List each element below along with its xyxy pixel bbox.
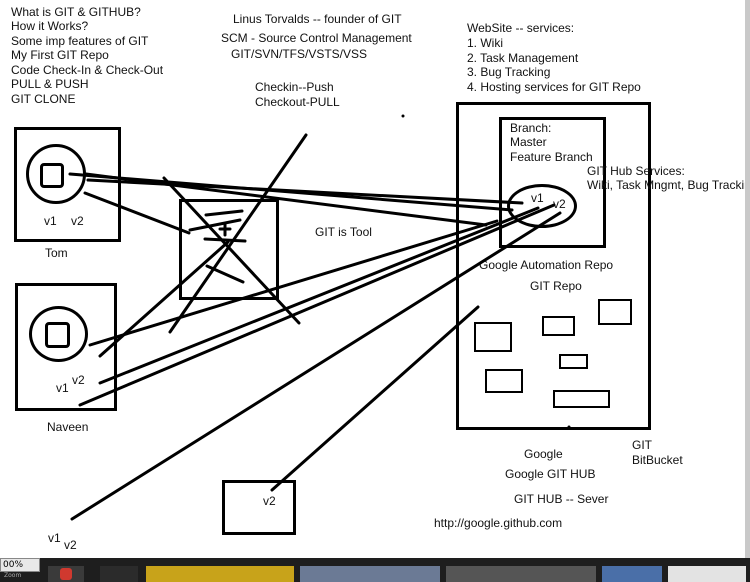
tom-name: Tom	[45, 246, 68, 260]
bitbucket-label: BitBucket	[632, 453, 683, 467]
founder-note: Linus Torvalds -- founder of GIT	[233, 12, 402, 26]
tom-box	[14, 127, 121, 242]
agenda-item: How it Works?	[11, 19, 89, 33]
taskbar-thumbnail[interactable]	[446, 566, 596, 582]
google-repo-box	[456, 102, 651, 430]
repo-block	[542, 316, 575, 336]
scm-list-note: GIT/SVN/TFS/VSTS/VSS	[231, 47, 368, 61]
branch-title: Branch:	[510, 121, 552, 135]
remote-v1-label: v1	[531, 191, 544, 205]
agenda-item: What is GIT & GITHUB?	[11, 5, 141, 19]
website-title: WebSite -- services:	[467, 21, 575, 35]
taskbar-thumbnail[interactable]	[602, 566, 662, 582]
website-item: 2. Task Management	[467, 51, 579, 65]
naveen-circle	[29, 306, 88, 362]
agenda-item: Some imp features of GIT	[11, 34, 149, 48]
github-services-list: Wiki, Task Mngmt, Bug Tracking	[587, 178, 750, 192]
taskbar-thumbnail[interactable]	[146, 566, 294, 582]
repo-block	[474, 322, 512, 352]
naveen-name: Naveen	[47, 420, 89, 434]
automation-repo-label: Google Automation Repo	[479, 258, 614, 272]
taskbar-thumbnail[interactable]	[668, 566, 746, 582]
github-services-title: GIT Hub Services:	[587, 164, 685, 178]
agenda-item: My First GIT Repo	[11, 48, 109, 62]
tom-v1-label: v1	[44, 214, 57, 228]
naveen-local-repo-icon	[45, 322, 70, 348]
website-item: 4. Hosting services for GIT Repo	[467, 80, 641, 94]
git-repo-label: GIT Repo	[530, 279, 582, 293]
checkin-note: Checkin--Push	[255, 80, 334, 94]
github-url: http://google.github.com	[434, 516, 563, 530]
remote-v2-label: v2	[553, 197, 566, 211]
agenda-item: GIT CLONE	[11, 92, 76, 106]
remote-repo-circle	[507, 184, 577, 228]
repo-block	[598, 299, 632, 325]
google-label: Google	[524, 447, 563, 461]
naveen-v2-label: v2	[72, 373, 85, 387]
taskbar-thumbnail[interactable]	[100, 566, 138, 582]
naveen-v1-label: v1	[56, 381, 69, 395]
agenda-item: PULL & PUSH	[11, 77, 89, 91]
tom-v2-label: v2	[71, 214, 84, 228]
whiteboard-canvas: What is GIT & GITHUB? How it Works? Some…	[11, 5, 750, 552]
website-item: 1. Wiki	[467, 36, 503, 50]
repo-block	[485, 369, 523, 393]
agenda-item: Code Check-In & Check-Out	[11, 63, 164, 77]
connection-lines	[68, 114, 571, 521]
website-item: 3. Bug Tracking	[467, 65, 551, 79]
zoom-field[interactable]: 00%	[0, 558, 40, 572]
bottom-left-v2-label: v2	[64, 538, 77, 552]
bottom-box-v2-label: v2	[263, 494, 276, 508]
github-server-label: GIT HUB -- Sever	[514, 492, 609, 506]
zoom-caption: Zoom	[4, 572, 22, 579]
bottom-left-v1-label: v1	[48, 531, 61, 545]
git-tool-note: GIT is Tool	[315, 225, 372, 239]
right-scrollbar[interactable]	[745, 0, 750, 560]
branch-master: Master	[510, 135, 547, 149]
naveen-box	[15, 283, 117, 411]
repo-block	[553, 390, 610, 408]
taskbar-app-icon[interactable]	[48, 566, 84, 582]
git-label: GIT	[632, 438, 652, 452]
taskbar-thumbnail[interactable]	[300, 566, 440, 582]
taskbar: 00% Zoom	[0, 558, 750, 582]
record-icon	[60, 568, 72, 580]
bottom-user-box	[222, 480, 296, 535]
tom-local-repo-icon	[40, 163, 64, 188]
git-tool-box	[179, 199, 279, 300]
branch-feature: Feature Branch	[510, 150, 593, 164]
scm-note: SCM - Source Control Management	[221, 31, 412, 45]
checkout-note: Checkout-PULL	[255, 95, 340, 109]
repo-block	[559, 354, 588, 369]
branch-box	[499, 117, 606, 248]
google-github-label: Google GIT HUB	[505, 467, 596, 481]
